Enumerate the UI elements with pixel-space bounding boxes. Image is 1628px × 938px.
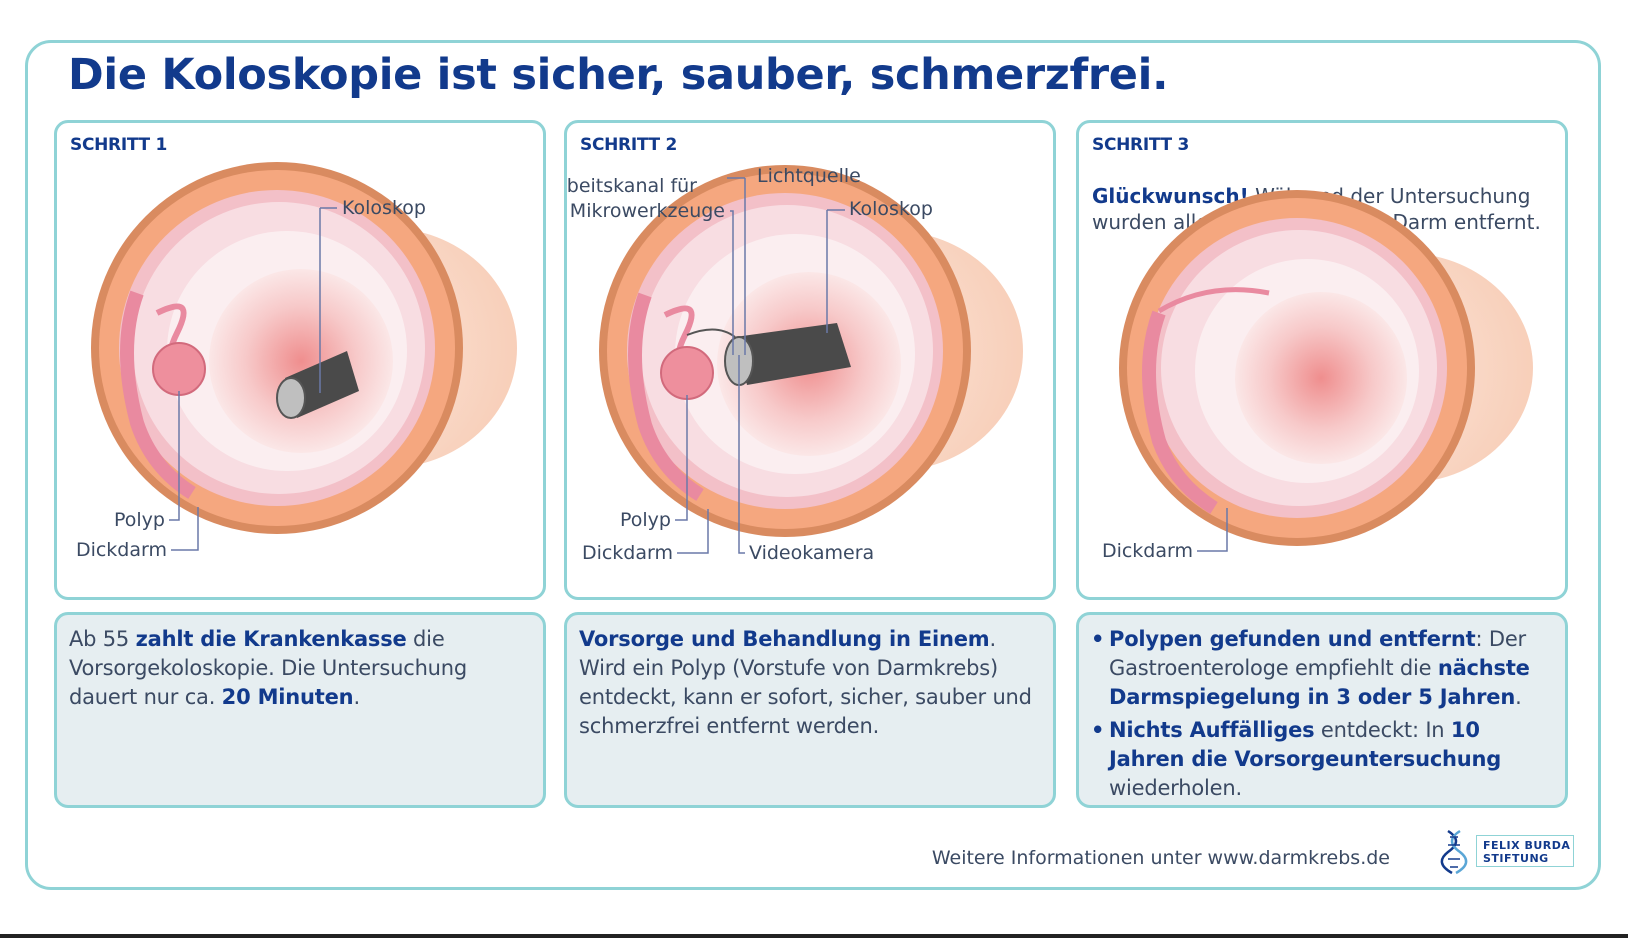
step-2-description: Vorsorge und Behandlung in Einem. Wird e… (579, 627, 1032, 738)
step-3-panel: SCHRITT 3 Glückwunsch! Während der Unter… (1076, 120, 1568, 600)
step-1-label: SCHRITT 1 (70, 135, 167, 155)
page-title: Die Koloskopie ist sicher, sauber, schme… (68, 50, 1169, 100)
colonoscope-shape (276, 351, 359, 419)
callout-dickdarm: Dickdarm (1102, 540, 1193, 562)
callout-polyp: Polyp (114, 509, 165, 531)
colon-diagram-step-2: Arbeitskanal für Mikrowerkzeuge Lichtque… (567, 165, 1023, 564)
callout-koloskop: Koloskop (342, 197, 426, 219)
polyp-shape (152, 342, 206, 396)
callout-mikrowerkzeuge: Mikrowerkzeuge (570, 200, 725, 222)
colon-diagram-step-1: Koloskop Polyp Dickdarm (76, 162, 517, 561)
step-3-label: SCHRITT 3 (1092, 135, 1189, 155)
footer-info: Weitere Informationen unter www.darmkreb… (931, 847, 1390, 869)
callout-lichtquelle: Lichtquelle (757, 165, 861, 187)
step-3-textbox: • Polypen gefunden und entfernt: Der Gas… (1076, 612, 1568, 808)
step-1-panel: SCHRITT 1 Koloskop Polyp Dickdarm (54, 120, 546, 600)
step-1-textbox: Ab 55 zahlt die Krankenkasse die Vorsorg… (54, 612, 546, 808)
step-1-description: Ab 55 zahlt die Krankenkasse die Vorsorg… (69, 627, 468, 709)
callout-arbeitskanal: Arbeitskanal für (567, 175, 697, 197)
step-2-panel: SCHRITT 2 Arbeitsk (564, 120, 1056, 600)
callout-dickdarm: Dickdarm (582, 542, 673, 564)
logo-wordmark: FELIX BURDA STIFTUNG (1476, 835, 1574, 867)
bullet-item: • Nichts Auffälliges entdeckt: In 10 Jah… (1091, 716, 1555, 803)
callout-dickdarm: Dickdarm (76, 539, 167, 561)
callout-polyp: Polyp (620, 509, 671, 531)
foundation-logo: FELIX BURDA STIFTUNG (1436, 829, 1578, 875)
bullet-dot: • (1091, 718, 1105, 742)
callout-videokamera: Videokamera (749, 542, 874, 564)
colon-diagram-step-3: Dickdarm (1102, 190, 1533, 562)
callout-koloskop: Koloskop (849, 198, 933, 220)
step-3-description: • Polypen gefunden und entfernt: Der Gas… (1091, 625, 1555, 803)
bottom-border (0, 934, 1628, 938)
dna-icon (1440, 829, 1468, 875)
step-2-label: SCHRITT 2 (580, 135, 677, 155)
bullet-item: • Polypen gefunden und entfernt: Der Gas… (1091, 625, 1555, 712)
bullet-dot: • (1091, 627, 1105, 651)
step-2-textbox: Vorsorge und Behandlung in Einem. Wird e… (564, 612, 1056, 808)
polyp-shape (660, 346, 714, 400)
